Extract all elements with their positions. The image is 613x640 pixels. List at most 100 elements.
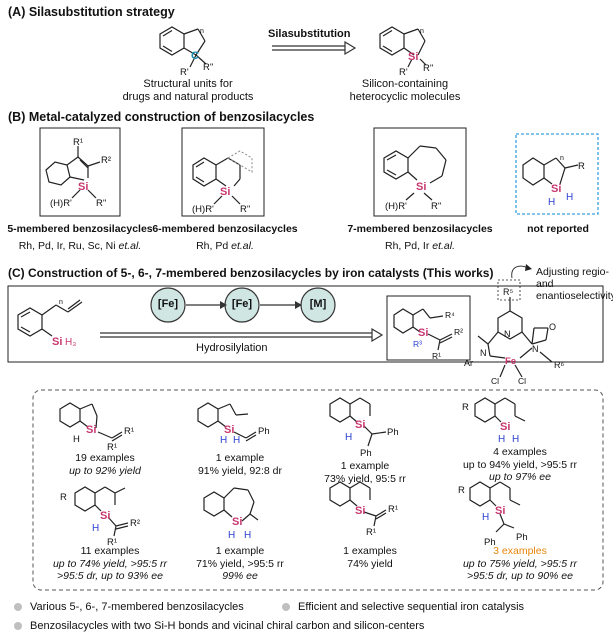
svg-text:Si: Si (355, 419, 365, 431)
svg-text:R¹: R¹ (388, 504, 398, 515)
svg-text:R³: R³ (413, 339, 422, 349)
svg-text:Cl: Cl (518, 376, 526, 386)
svg-text:Ar: Ar (464, 358, 473, 368)
catalyst-m-label: [M] (309, 298, 327, 310)
svg-text:R⁵: R⁵ (503, 287, 513, 297)
section-a-title: (A) Silasubstitution strategy (8, 5, 175, 19)
svg-text:H: H (548, 197, 555, 208)
svg-text:R²: R² (130, 518, 140, 529)
svg-text:R'': R'' (423, 63, 434, 74)
box-7-membered (373, 127, 467, 217)
svg-text:H: H (73, 434, 80, 445)
box-5-membered (39, 127, 121, 217)
bullet-1: Various 5-, 6-, 7-membered benzosilacycl… (14, 601, 244, 613)
adjusting-selectivity-label: Adjusting regio- and enantioselectivity (536, 266, 613, 302)
svg-text:Si: Si (78, 181, 88, 193)
svg-text:R'': R'' (96, 198, 107, 209)
caption-structural-units: Structural units for drugs and natural p… (122, 78, 254, 103)
svg-text:Si: Si (86, 424, 96, 436)
label-6-membered: 6-membered benzosilacycles (152, 223, 298, 235)
svg-text:H: H (233, 435, 240, 446)
svg-text:Si: Si (418, 327, 428, 339)
svg-text:N: N (532, 344, 539, 354)
label-not-reported: not reported (527, 223, 589, 235)
svg-text:Si: Si (100, 510, 110, 522)
svg-text:H: H (566, 192, 573, 203)
bullet-dot-icon (14, 622, 22, 631)
box-not-reported (515, 133, 599, 215)
catalyst-fe-2-label: [Fe] (231, 298, 253, 310)
svg-text:Ph: Ph (258, 426, 270, 437)
svg-text:R: R (578, 161, 585, 172)
results-box (32, 389, 604, 591)
label-7-membered: 7-membered benzosilacycles (347, 223, 493, 235)
svg-text:Ph: Ph (516, 532, 528, 543)
svg-text:(H)R': (H)R' (385, 201, 407, 212)
svg-text:H: H (482, 512, 489, 523)
section-b-title: (B) Metal-catalyzed construction of benz… (8, 110, 315, 124)
svg-text:H: H (512, 434, 519, 445)
svg-text:Si: Si (500, 421, 510, 433)
product-box (386, 295, 471, 361)
metals-5-membered: Rh, Pd, Ir, Ru, Sc, Ni et.al. (18, 240, 142, 252)
svg-text:R'': R'' (431, 201, 442, 212)
metals-6-membered: Rh, Pd et.al. (196, 240, 254, 252)
catalyst-fe-1 (150, 287, 186, 323)
bullet-2: Efficient and selective sequential iron … (282, 601, 524, 613)
svg-text:Si: Si (355, 505, 365, 517)
box-6-membered (181, 127, 265, 217)
svg-text:n: n (200, 28, 204, 35)
bullet-dot-icon (14, 603, 22, 612)
svg-text:Si: Si (495, 505, 505, 517)
svg-text:R¹: R¹ (124, 426, 134, 437)
svg-text:Ph: Ph (360, 448, 372, 459)
svg-text:R¹: R¹ (107, 442, 117, 453)
bullet-dot-icon (282, 603, 290, 612)
section-c-box (7, 285, 604, 363)
metals-7-membered: Rh, Pd, Ir et.al. (384, 240, 456, 252)
svg-text:(H)R': (H)R' (50, 198, 72, 209)
svg-text:H: H (345, 432, 352, 443)
svg-text:n: n (420, 28, 424, 35)
carbon-atom: C (191, 50, 199, 62)
caption-silicon-containing: Silicon-containing heterocyclic molecule… (349, 78, 461, 103)
silicon-atom: Si (408, 51, 418, 63)
svg-text:Si: Si (232, 516, 242, 528)
svg-text:R⁶: R⁶ (554, 360, 564, 370)
svg-text:Cl: Cl (491, 376, 499, 386)
r-doubleprime-label: R'' (203, 62, 214, 73)
bullet-3: Benzosilacycles with two Si-H bonds and … (14, 620, 424, 632)
svg-text:R: R (458, 485, 465, 496)
svg-text:R¹: R¹ (432, 351, 441, 361)
label-5-membered: 5-membered benzosilacycles (7, 223, 153, 235)
svg-text:N: N (480, 348, 487, 358)
svg-text:Si: Si (416, 181, 426, 193)
svg-text:R¹: R¹ (107, 537, 117, 548)
svg-text:H: H (92, 523, 99, 534)
section-c-title: (C) Construction of 5-, 6-, 7-membered b… (8, 266, 494, 280)
svg-text:R: R (60, 492, 67, 503)
svg-text:R⁴: R⁴ (445, 310, 455, 320)
svg-text:R¹: R¹ (73, 137, 83, 148)
svg-text:H: H (228, 530, 235, 541)
svg-text:H: H (498, 434, 505, 445)
svg-text:n: n (59, 299, 63, 306)
svg-text:Si: Si (224, 424, 234, 436)
r-prime-label: R' (180, 67, 189, 78)
svg-text:(H)R': (H)R' (192, 204, 214, 215)
svg-text:Ph: Ph (387, 427, 399, 438)
svg-text:R²: R² (101, 155, 111, 166)
svg-text:Si: Si (551, 183, 561, 195)
svg-text:H: H (244, 530, 251, 541)
silasubstitution-label: Silasubstitution (268, 28, 351, 40)
svg-text:H₃: H₃ (65, 337, 76, 348)
svg-text:O: O (549, 322, 556, 332)
